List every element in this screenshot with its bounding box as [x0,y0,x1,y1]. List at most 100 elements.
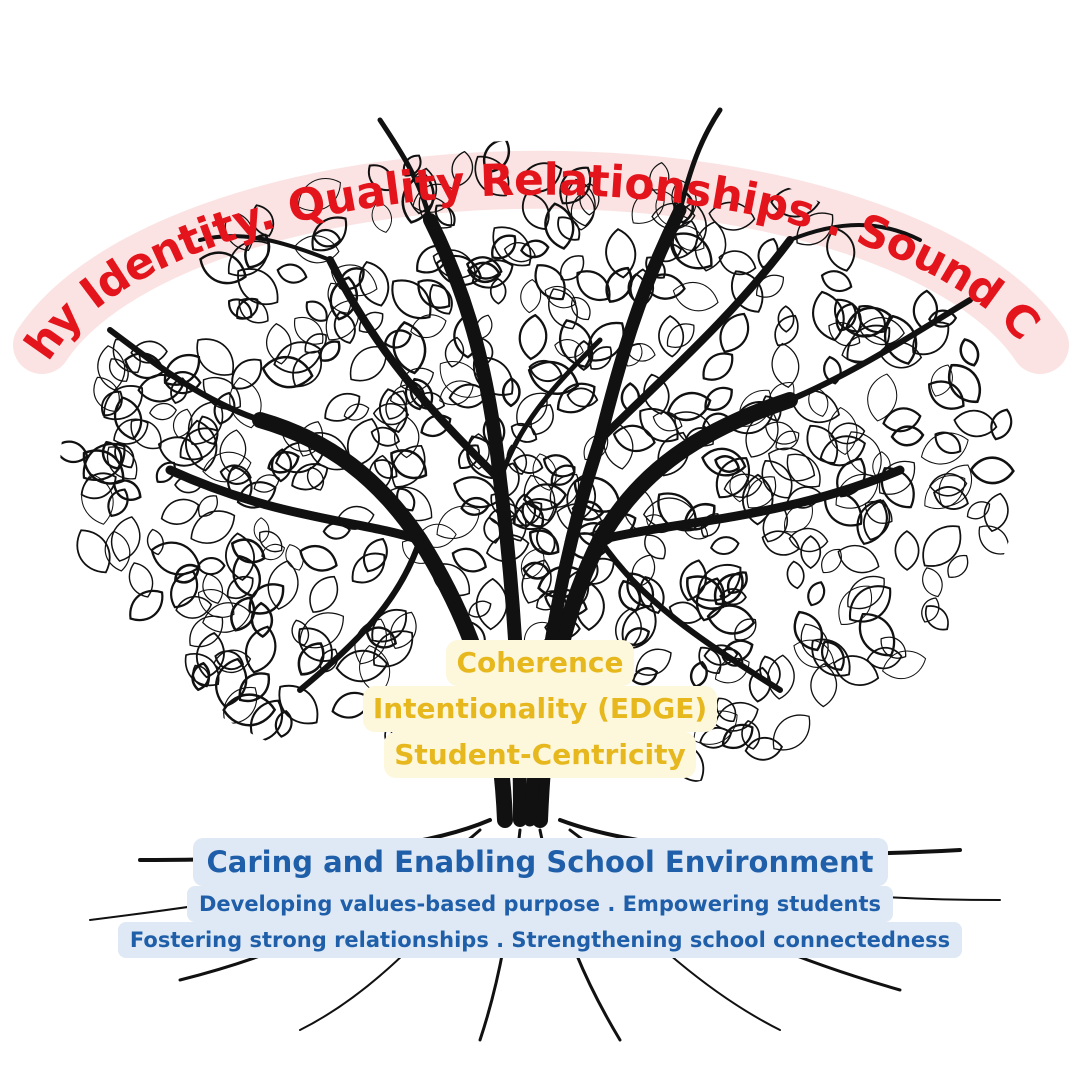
leaf-icon [866,647,903,670]
leaf-icon [800,535,822,570]
leaf-icon [947,554,969,578]
leaf-icon [130,340,168,364]
leaf-icon [333,311,356,345]
leaf-icon [882,407,922,433]
leaf-icon [190,510,236,544]
leaf-icon [559,255,585,281]
leaf-icon [674,201,708,255]
roots-title: Caring and Enabling School Environment [192,838,888,886]
arc-banner-band [13,150,1069,374]
leaf-icon [933,486,969,510]
leaf-icon [149,403,177,421]
leaf-icon [189,615,224,648]
leaf-icon [746,476,777,509]
leaf-icon [666,391,712,422]
leaf-icon [520,548,545,580]
leaf-icon [612,424,656,453]
leaf-icon [528,359,563,383]
leaf-icon [527,360,580,395]
leaf-icon [237,268,279,306]
leaf-icon [261,543,286,561]
leaf-icon [621,605,657,650]
roots-line-purpose: Developing values-based purpose . Empowe… [186,886,894,922]
leaf-icon [928,380,965,410]
leaf-icon [544,286,577,309]
leaf-icon [103,385,143,421]
leaf-icon [393,416,420,459]
leaf-icon [311,216,348,252]
leaf-icon [530,404,554,436]
leaf-icon [179,427,219,461]
leaf-icon [467,261,502,284]
leaf-icon [727,571,748,594]
leaf-icon [683,503,716,531]
leaf-icon [228,240,269,277]
leaf-icon [101,390,123,417]
leaf-icon [231,358,263,390]
leaf-icon [929,473,968,497]
leaf-icon [694,220,727,272]
leaf-icon [570,191,595,231]
leaf-icon [833,655,880,687]
leaf-icon [82,449,125,485]
leaf-icon [788,527,829,553]
leaf-icon [199,251,247,285]
leaf-icon [573,476,621,513]
leaf-icon [184,653,220,687]
leaf-icon [146,528,164,556]
leaf-icon [890,425,925,447]
leaf-icon [863,499,891,541]
leaf-icon [222,693,277,727]
leaf-icon [225,532,255,581]
leaf-icon [990,408,1013,441]
leaf-icon [224,210,254,252]
leaf-icon [714,455,741,473]
leaf-icon [351,552,386,584]
leaf-icon [460,497,491,516]
leaf-icon [828,406,858,456]
leaf-icon [291,619,310,646]
leaf-icon [391,445,426,488]
leaf-icon [170,570,199,609]
leaf-icon [373,630,414,668]
leaf-icon [934,431,962,455]
leaf-icon [128,562,154,598]
leaf-icon [518,162,563,193]
leaf-icon [921,597,940,623]
leaf-icon [266,322,292,365]
leaf-icon [80,472,117,500]
leaf-icon [371,201,393,233]
leaf-icon [267,451,300,474]
leaf-icon [894,530,920,571]
leaf-icon [811,638,851,677]
leaf-icon [856,498,888,546]
leaf-icon [259,530,283,553]
leaf-icon [409,377,434,411]
leaf-icon [213,649,252,673]
leaf-icon [605,266,633,303]
roots-line-relationships: Fostering strong relationships . Strengt… [117,922,963,958]
core-value-intentionality: Intentionality (EDGE) [362,686,718,732]
leaf-icon [672,281,719,312]
leaf-icon [649,161,670,195]
leaf-icon [734,618,757,641]
leaf-icon [229,377,262,429]
leaf-icon [775,430,800,451]
leaf-icon [767,654,795,700]
core-value-student-centricity: Student-Centricity [384,732,696,778]
leaf-icon [701,447,747,477]
leaf-icon [312,229,342,248]
leaf-icon [197,589,235,618]
leaf-icon [723,473,763,498]
leaf-icon [635,648,672,676]
leaf-icon [669,232,713,270]
leaf-icon [383,329,413,349]
leaf-icon [489,277,507,305]
leaf-icon [453,476,500,509]
leaf-icon [434,204,456,227]
leaf-icon [947,363,982,404]
leaf-icon [579,182,600,216]
leaf-icon [291,463,329,491]
leaf-icon [503,242,536,263]
leaf-icon [385,390,408,420]
